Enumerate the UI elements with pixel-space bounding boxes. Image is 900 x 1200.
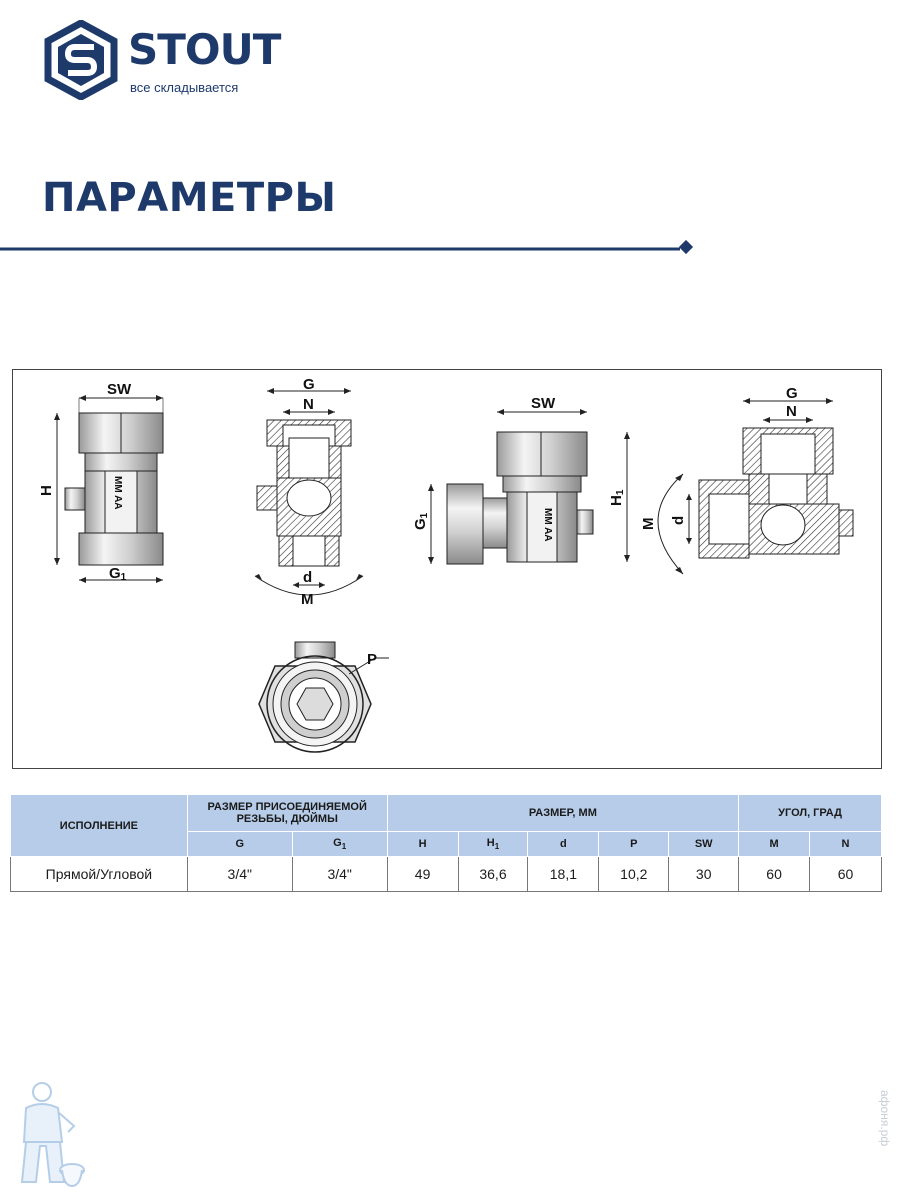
watermark-text: афоня.рф xyxy=(878,1090,892,1147)
dim-label-m-angle: M xyxy=(640,518,657,531)
header-p: P xyxy=(598,831,670,857)
header-variant: ИСПОЛНЕНИЕ xyxy=(10,794,188,857)
plumber-watermark-icon xyxy=(20,1082,85,1188)
cell-d: 18,1 xyxy=(527,856,600,892)
header-g1: G1 xyxy=(291,831,388,857)
valve-drawings: MM AA SW H G1 G xyxy=(38,376,854,753)
page-title: ПАРАМЕТРЫ xyxy=(42,175,337,221)
angle-valve-marking-text: MM AA xyxy=(542,508,553,542)
brand-tagline: все складывается xyxy=(130,80,239,95)
header-size-mm: РАЗМЕР, ММ xyxy=(386,794,740,832)
dim-label-sw-angle: SW xyxy=(531,395,556,412)
valve-marking-text: MM AA xyxy=(112,476,123,510)
header-n: N xyxy=(809,831,882,857)
cell-p: 10,2 xyxy=(598,856,670,892)
header-thread-size: РАЗМЕР ПРИСОЕДИНЯЕМОЙ РЕЗЬБЫ, ДЮЙМЫ xyxy=(186,794,388,832)
header-g: G xyxy=(186,831,293,857)
dim-label-n: N xyxy=(303,396,314,413)
straight-valve-view: MM AA SW H G1 xyxy=(38,381,164,583)
dim-label-g-angle: G xyxy=(786,385,798,402)
cell-g: 3/4" xyxy=(186,856,293,892)
cell-n: 60 xyxy=(809,856,882,892)
table-header-row-2: G G1 H H1 d P SW M N xyxy=(11,831,882,857)
straight-valve-section: G N d M xyxy=(254,376,364,608)
brand-name: STOUT xyxy=(128,25,281,74)
cell-h1: 36,6 xyxy=(457,856,529,892)
dim-label-h: H xyxy=(38,485,55,496)
dim-label-m: M xyxy=(301,591,314,608)
header-h1: H1 xyxy=(457,831,529,857)
header-h: H xyxy=(386,831,459,857)
angle-valve-view: MM AA SW H1 G1 xyxy=(412,395,630,565)
dim-label-d-angle: d xyxy=(670,516,687,525)
parameters-table: ИСПОЛНЕНИЕ РАЗМЕР ПРИСОЕДИНЯЕМОЙ РЕЗЬБЫ,… xyxy=(10,794,882,892)
dim-label-sw: SW xyxy=(107,381,132,398)
cell-variant: Прямой/Угловой xyxy=(10,856,188,892)
table-row: Прямой/Угловой 3/4" 3/4" 49 36,6 18,1 10… xyxy=(10,856,882,892)
title-divider xyxy=(0,240,694,255)
dim-label-g1-angle: G1 xyxy=(412,512,430,530)
cell-g1: 3/4" xyxy=(291,856,388,892)
header-m: M xyxy=(738,831,811,857)
technical-drawing: MM AA SW H G1 G xyxy=(12,369,882,769)
header-d: d xyxy=(527,831,600,857)
end-view: P xyxy=(258,641,389,753)
dim-label-p: P xyxy=(367,651,377,668)
angle-valve-section: G N d M xyxy=(640,385,854,575)
dim-label-g: G xyxy=(303,376,315,393)
table-header-row-1: ИСПОЛНЕНИЕ РАЗМЕР ПРИСОЕДИНЯЕМОЙ РЕЗЬБЫ,… xyxy=(10,794,882,857)
dim-label-g1: G1 xyxy=(109,565,127,583)
dim-label-d: d xyxy=(303,569,312,586)
dim-label-n-angle: N xyxy=(786,403,797,420)
brand-logo: STOUT все складывается xyxy=(44,20,284,100)
cell-sw: 30 xyxy=(668,856,740,892)
cell-m: 60 xyxy=(738,856,811,892)
dim-label-h1: H1 xyxy=(608,489,626,506)
stout-hexagon-icon xyxy=(44,20,118,100)
header-sw: SW xyxy=(668,831,740,857)
cell-h: 49 xyxy=(386,856,459,892)
header-angle: УГОЛ, ГРАД xyxy=(738,794,882,832)
